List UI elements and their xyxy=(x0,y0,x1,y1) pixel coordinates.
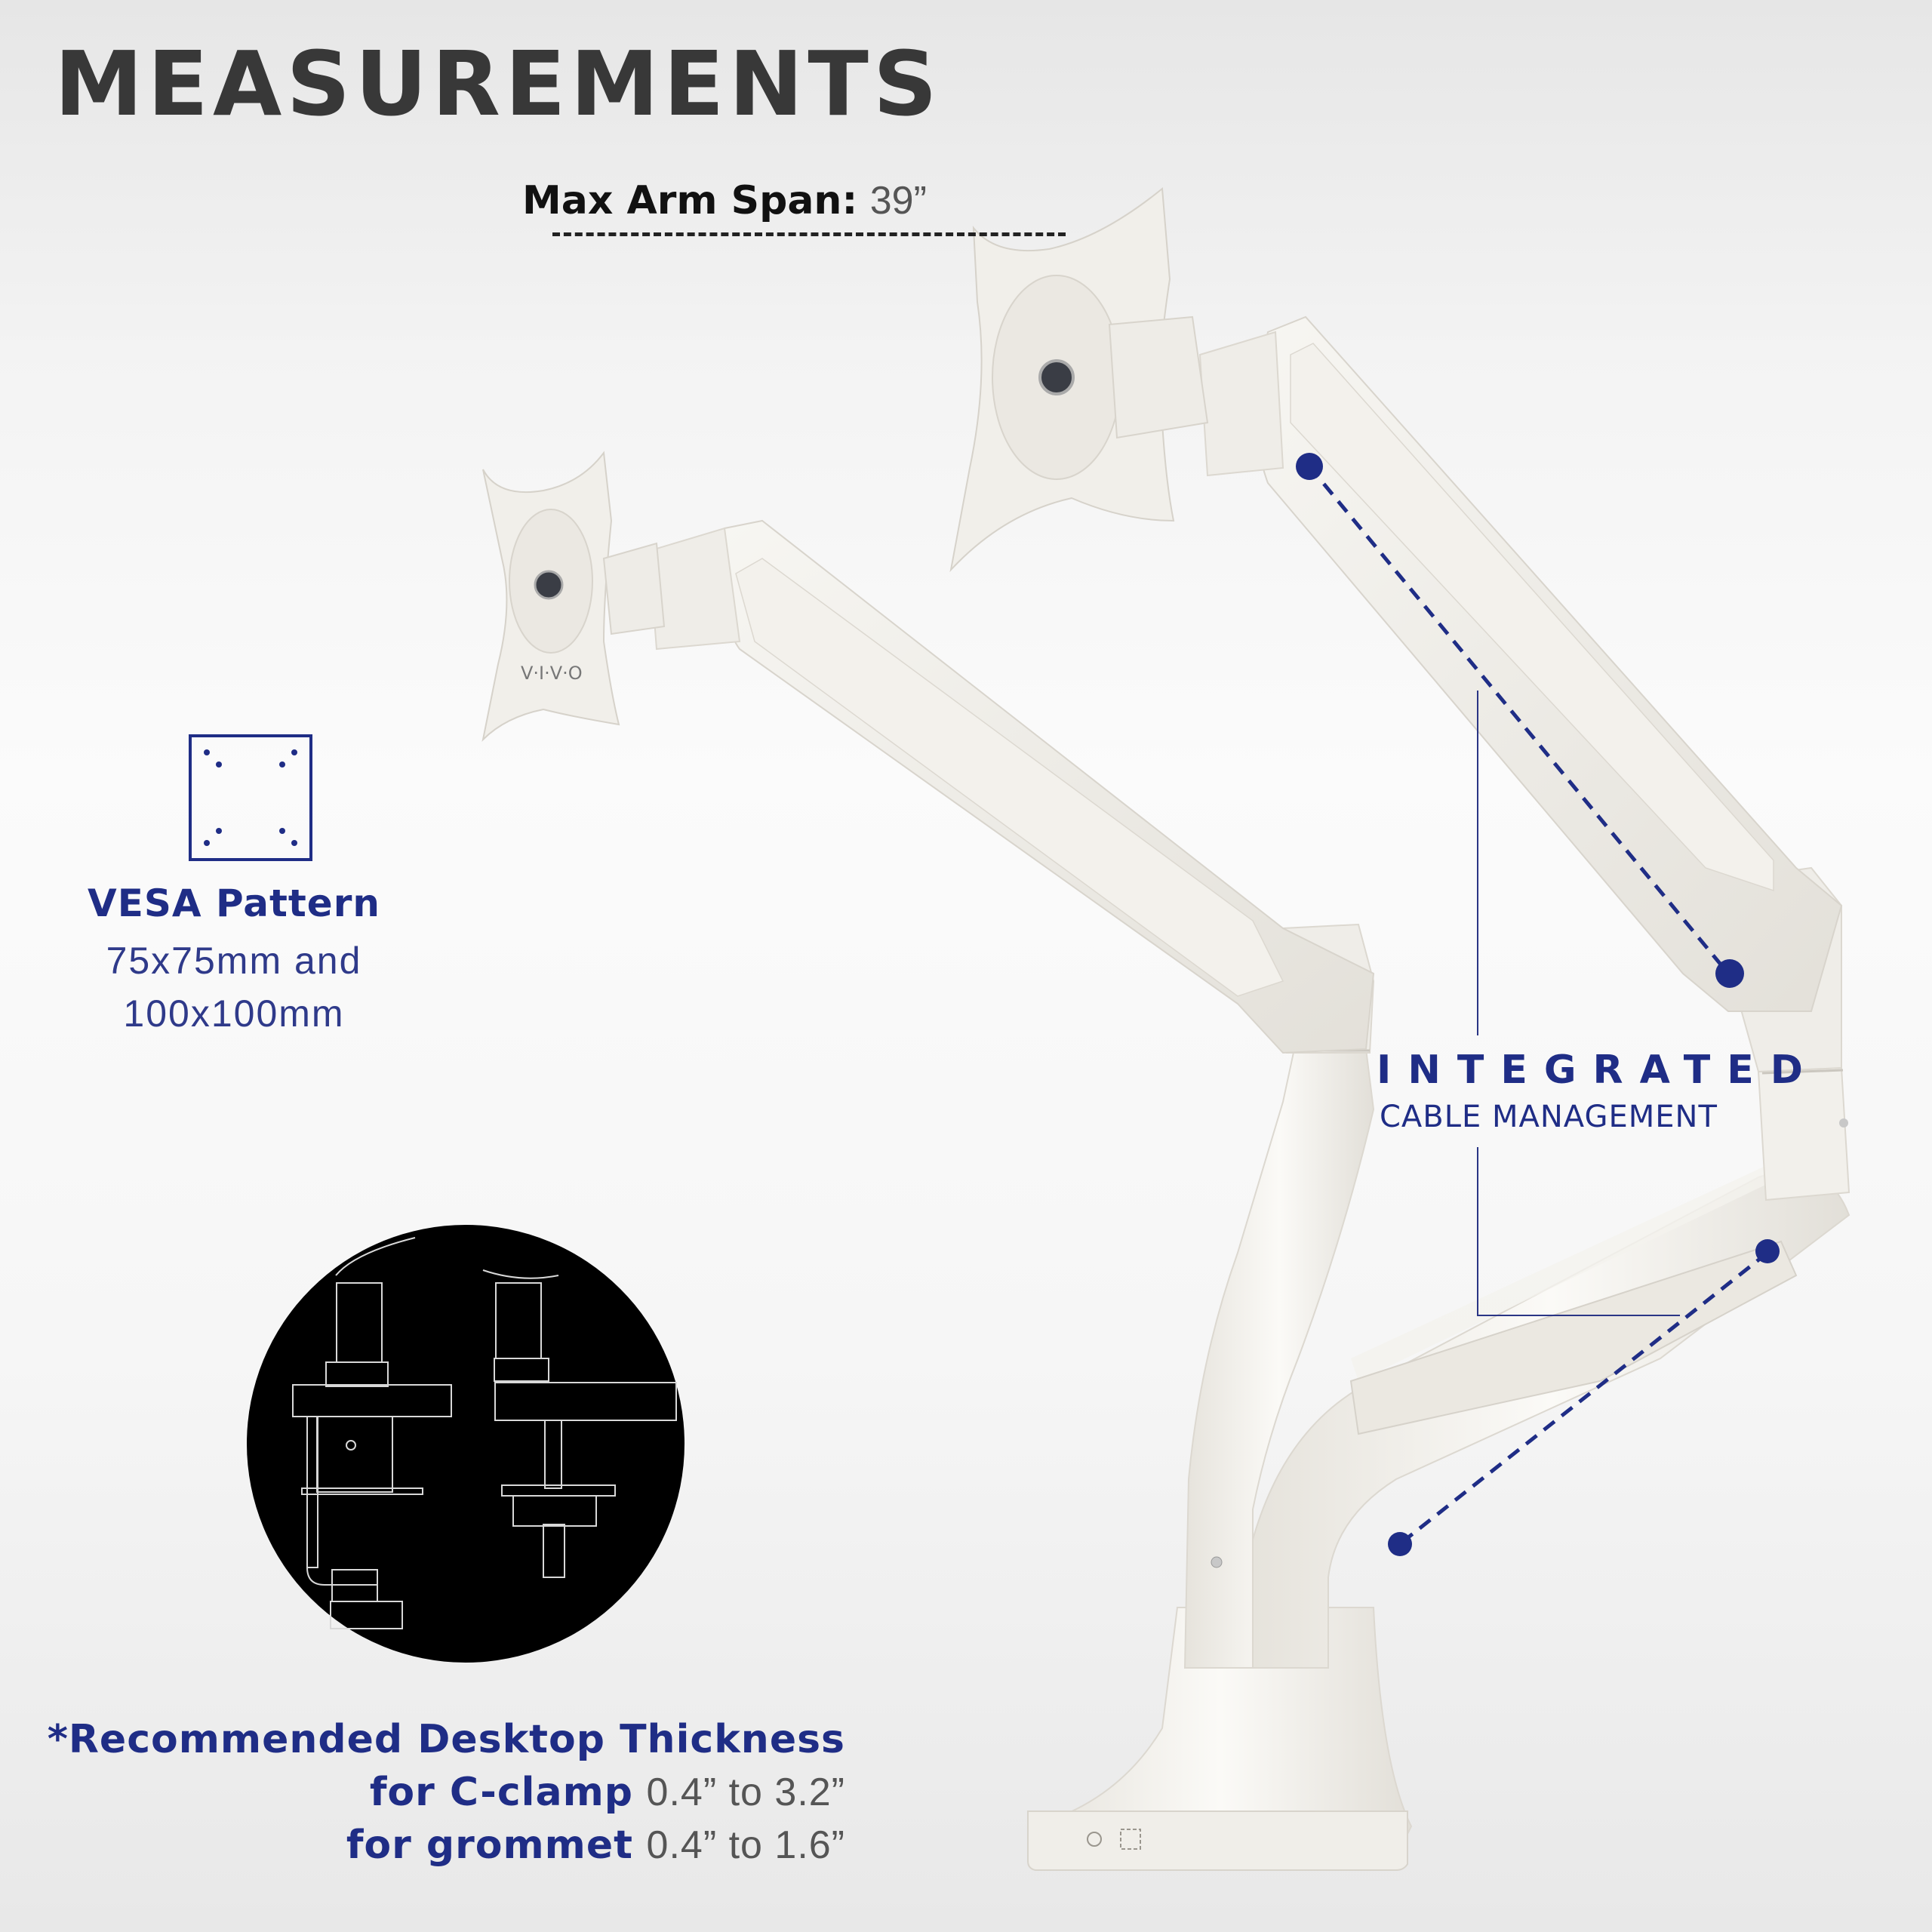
cable-management-subtitle: CABLE MANAGEMENT xyxy=(1380,1100,1718,1134)
vesa-pattern-icon xyxy=(189,734,312,861)
arm-span-value: 39” xyxy=(869,179,927,223)
grommet-label: for grommet xyxy=(346,1823,633,1868)
vesa-sizes: 75x75mm and 100x100mm xyxy=(75,934,392,1040)
vesa-title: VESA Pattern xyxy=(88,881,380,925)
arm-span-dashed-line xyxy=(552,232,1066,236)
cable-channel-endpoints xyxy=(1296,453,1780,1556)
vesa-size-line-2: 100x100mm xyxy=(123,992,345,1035)
right-vesa-plate xyxy=(949,187,1209,573)
arm-span-key: Max Arm Span: xyxy=(522,178,858,223)
callout-bracket xyxy=(1477,691,1680,1316)
right-upper-arm xyxy=(1198,315,1843,1012)
desktop-thickness-note: *Recommended Desktop Thickness for C-cla… xyxy=(48,1713,845,1872)
page-title: MEASUREMENTS xyxy=(54,32,942,136)
desktop-thickness-row-cclamp: for C-clamp 0.4” to 3.2” xyxy=(48,1766,845,1819)
mount-options-diagram xyxy=(247,1225,685,1663)
desktop-thickness-heading: *Recommended Desktop Thickness xyxy=(47,1717,845,1762)
arm-span-label: Max Arm Span: 39” xyxy=(522,181,927,220)
cclamp-label: for C-clamp xyxy=(369,1770,633,1815)
left-vesa-plate: V·I·V·O xyxy=(481,451,666,743)
cable-channel-guides xyxy=(1308,465,1769,1545)
brand-mark: V·I·V·O xyxy=(521,663,583,684)
left-upper-arm xyxy=(648,519,1375,1054)
cable-management-title: INTEGRATED xyxy=(1377,1048,1820,1093)
vesa-size-line-1: 75x75mm and xyxy=(106,940,362,982)
cclamp-range: 0.4” to 3.2” xyxy=(646,1770,845,1814)
grommet-range: 0.4” to 1.6” xyxy=(646,1823,845,1867)
desktop-thickness-row-grommet: for grommet 0.4” to 1.6” xyxy=(48,1819,845,1872)
